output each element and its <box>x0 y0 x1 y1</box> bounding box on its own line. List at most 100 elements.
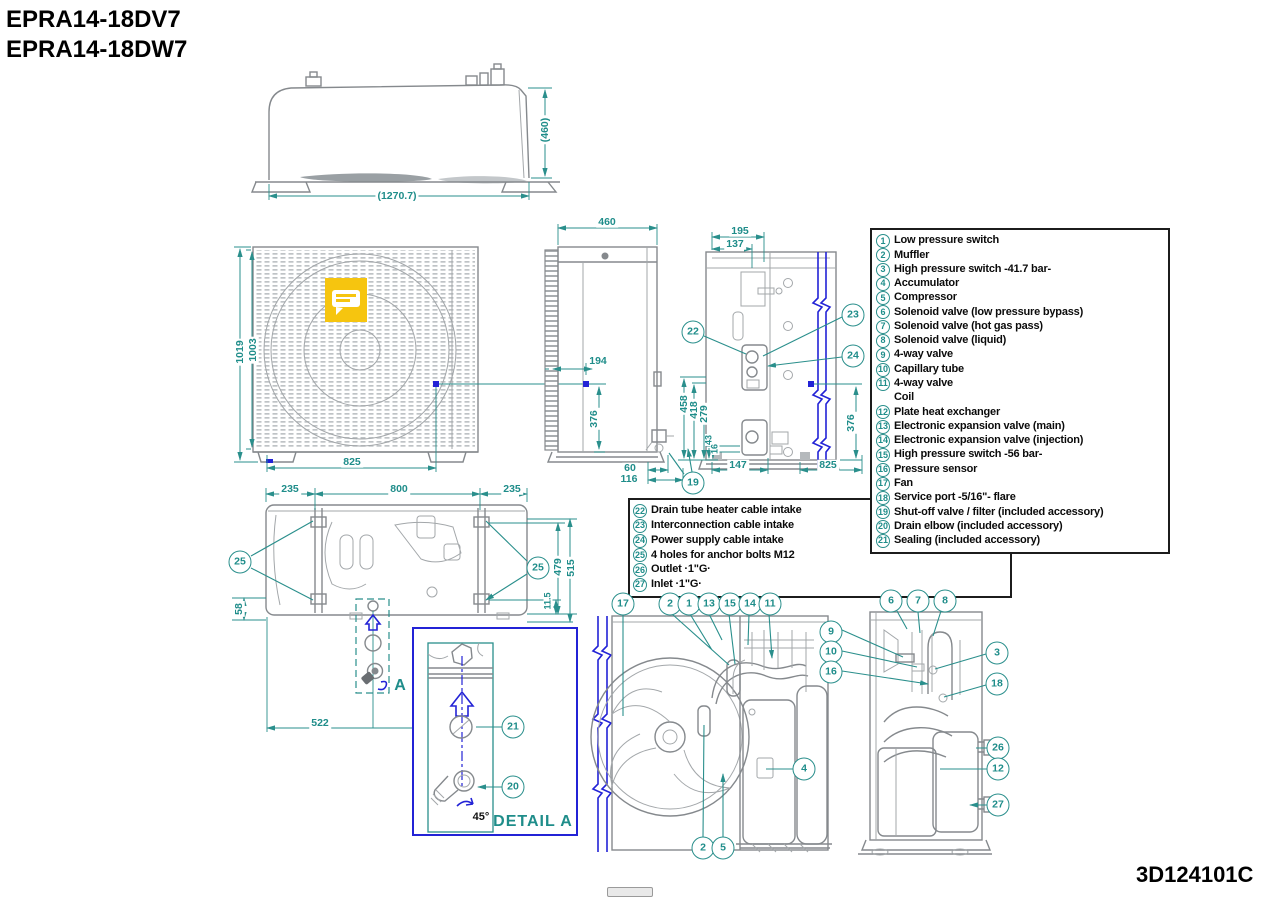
legend-num-25: 25 <box>633 548 647 563</box>
legend-num-17: 17 <box>876 476 890 491</box>
dim-base-58: 58 <box>232 601 245 617</box>
callout-27: 27 <box>986 793 1010 817</box>
drawing-number: 3D124101C <box>1136 862 1254 887</box>
dim-front-825: 825 <box>341 455 363 468</box>
dim-back-147: 147 <box>727 458 749 471</box>
legend-num-5: 5 <box>876 291 890 306</box>
view-back <box>678 232 863 474</box>
callout-17: 17 <box>611 592 635 616</box>
dim-base-515: 515 <box>564 557 577 579</box>
callout-23: 23 <box>841 303 865 327</box>
legend-num-4: 4 <box>876 276 890 291</box>
dim-side-60: 60 <box>622 461 638 474</box>
dim-base-522: 522 <box>309 716 331 729</box>
legend-num-20: 20 <box>876 519 890 534</box>
view-internal-front <box>590 613 832 853</box>
callout-4: 4 <box>792 757 816 781</box>
scrollbar-pill[interactable] <box>607 887 653 897</box>
legend-num-7: 7 <box>876 319 890 334</box>
dim-back-825: 825 <box>817 458 839 471</box>
legend-num-23: 23 <box>633 518 647 533</box>
callout-13: 13 <box>697 592 721 616</box>
callout-25-right: 25 <box>526 556 550 580</box>
legend-num-27: 27 <box>633 577 647 592</box>
dim-front-1019: 1019 <box>233 338 246 366</box>
dim-back-376: 376 <box>844 412 857 434</box>
callout-12: 12 <box>986 757 1010 781</box>
view-side <box>544 224 692 484</box>
view-top-profile <box>250 63 560 200</box>
dim-back-137: 137 <box>724 237 746 250</box>
dim-front-1003: 1003 <box>246 336 259 364</box>
legend-num-8: 8 <box>876 333 890 348</box>
legend-num-2: 2 <box>876 248 890 263</box>
dim-back-16: 16 <box>709 442 720 456</box>
legend-num-24: 24 <box>633 533 647 548</box>
dim-base-235-left: 235 <box>279 482 301 495</box>
callout-22: 22 <box>681 320 705 344</box>
callout-11: 11 <box>758 592 782 616</box>
legend-num-18: 18 <box>876 491 890 506</box>
legend-num-15: 15 <box>876 448 890 463</box>
detail-a-title: DETAIL A <box>493 813 573 830</box>
dim-top-height: (460) <box>538 115 551 145</box>
legend-num-21: 21 <box>876 533 890 548</box>
view-base <box>232 488 577 732</box>
legend-num-3: 3 <box>876 262 890 277</box>
legend-num-16: 16 <box>876 462 890 477</box>
detail-marker-a: A <box>394 677 406 694</box>
legend-item-coil: Coil <box>894 391 914 404</box>
callout-7: 7 <box>906 589 930 613</box>
legend-num-10: 10 <box>876 362 890 377</box>
callout-26: 26 <box>986 736 1010 760</box>
view-internal-side <box>841 610 994 856</box>
dim-side-194: 194 <box>587 354 609 367</box>
callout-20: 20 <box>501 775 525 799</box>
legend-num-11: 11 <box>876 376 890 391</box>
view-front <box>234 246 584 472</box>
model-number-1: EPRA14-18DV7 <box>6 6 181 33</box>
brand-logo-badge <box>325 278 367 322</box>
callout-18: 18 <box>985 672 1009 696</box>
callout-16: 16 <box>819 660 843 684</box>
dim-back-279: 279 <box>697 403 710 425</box>
legend-num-14: 14 <box>876 433 890 448</box>
legend-num-13: 13 <box>876 419 890 434</box>
dim-base-235-right: 235 <box>501 482 523 495</box>
callout-6: 6 <box>879 589 903 613</box>
dim-side-460: 460 <box>596 215 618 228</box>
legend-num-26: 26 <box>633 563 647 578</box>
dim-base-11-5: 11.5 <box>542 591 553 611</box>
dim-top-width: (1270.7) <box>375 189 419 202</box>
callout-5: 5 <box>711 836 735 860</box>
legend-num-1: 1 <box>876 234 890 248</box>
callout-25-left: 25 <box>228 550 252 574</box>
callout-3: 3 <box>985 641 1009 665</box>
dim-side-376: 376 <box>587 408 600 430</box>
dim-base-800: 800 <box>388 482 410 495</box>
